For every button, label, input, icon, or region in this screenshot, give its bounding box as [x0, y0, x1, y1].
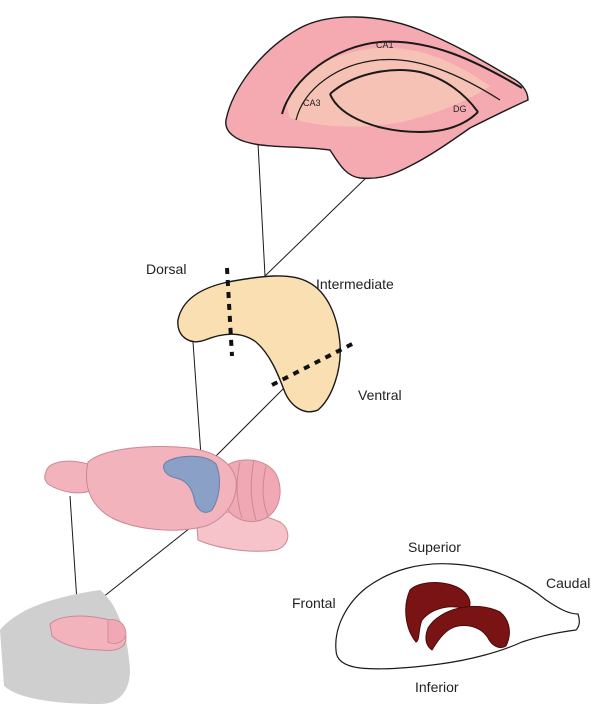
connector-section-right — [264, 175, 369, 277]
hippocampus-in-brain — [163, 455, 220, 513]
dentate-gyrus-lower — [329, 93, 479, 134]
label-dg: DG — [453, 104, 467, 114]
small-brain — [49, 615, 127, 651]
label-dorsal: Dorsal — [146, 261, 186, 277]
hippocampus-outline-lower — [425, 605, 510, 651]
connector-hippo-right — [201, 379, 293, 471]
ca-layer-inner — [295, 58, 501, 121]
connector-hippo-left — [192, 341, 203, 471]
small-brain-group — [0, 590, 130, 704]
hippocampus-outline-upper — [405, 582, 471, 643]
divider-dorsal-intermediate — [225, 267, 234, 357]
dentate-gyrus-upper — [329, 69, 479, 113]
label-ca1: CA1 — [376, 40, 394, 50]
label-frontal: Frontal — [292, 595, 336, 611]
cerebellum-folds — [236, 459, 269, 521]
divider-intermediate-ventral — [271, 340, 357, 387]
hippocampus-shape: Dorsal Intermediate Ventral — [146, 261, 402, 413]
section-inner-region — [285, 47, 490, 127]
rodent-brain — [44, 446, 289, 552]
label-superior: Superior — [408, 539, 461, 555]
small-cerebellum — [107, 619, 127, 644]
label-intermediate: Intermediate — [316, 276, 394, 292]
connector-lines — [69, 142, 369, 618]
connector-section-left — [257, 142, 266, 277]
hippocampus-section: CA1 CA3 DG — [225, 16, 529, 180]
label-caudal: Caudal — [546, 575, 590, 591]
label-ca3: CA3 — [303, 98, 321, 108]
orientation-diagram: Superior Inferior Frontal Caudal — [292, 539, 590, 695]
ca-layer-outer — [281, 40, 523, 115]
hippocampus-body — [177, 275, 341, 413]
label-ventral: Ventral — [358, 387, 402, 403]
label-inferior: Inferior — [415, 679, 459, 695]
